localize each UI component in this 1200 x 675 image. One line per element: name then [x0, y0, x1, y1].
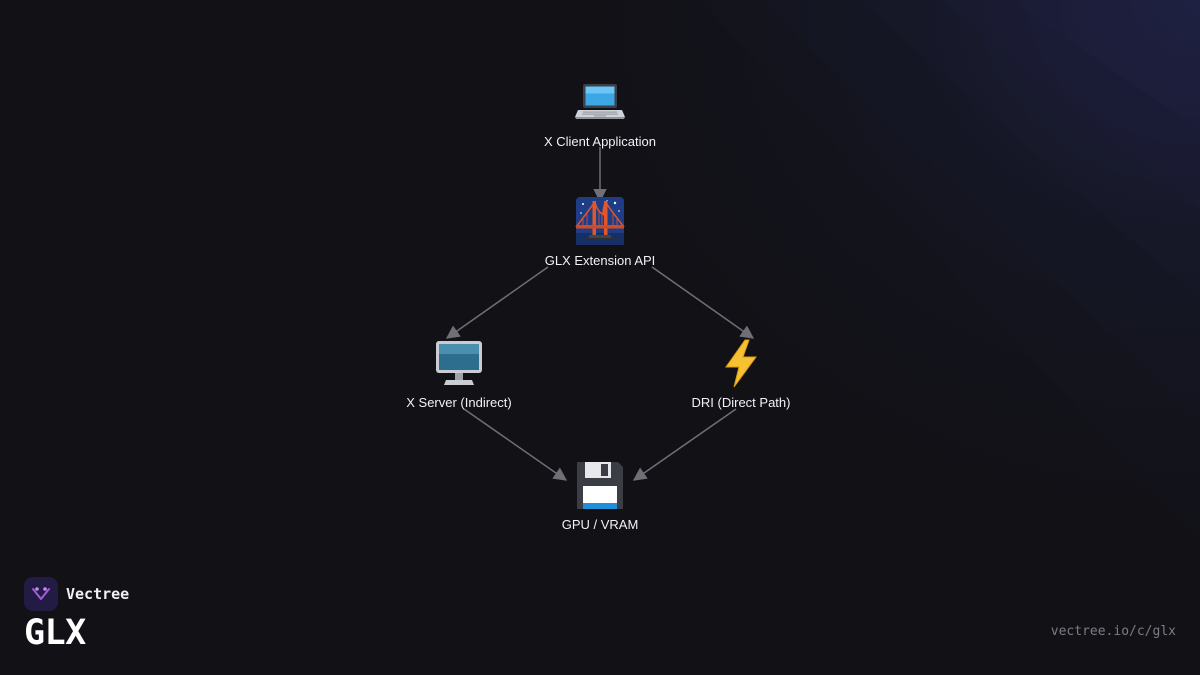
node-label: X Server (Indirect)	[406, 395, 512, 410]
page-title: GLX	[24, 613, 86, 653]
floppy-disk-icon	[500, 459, 700, 513]
node-dri: DRI (Direct Path)	[641, 337, 841, 411]
node-label: GLX Extension API	[544, 253, 656, 268]
source-url: vectree.io/c/glx	[1050, 624, 1176, 639]
node-label: X Client Application	[543, 134, 656, 149]
edge-glx-to-dri	[651, 266, 755, 339]
node-label: DRI (Direct Path)	[691, 395, 791, 410]
brand-name: Vectree	[66, 585, 130, 603]
bridge-at-night-icon	[500, 195, 700, 249]
node-gpu-vram: GPU / VRAM	[500, 459, 700, 533]
vectree-logo-icon	[24, 577, 58, 611]
desktop-computer-icon	[359, 337, 559, 391]
edge-glx-to-xserver	[445, 266, 549, 339]
laptop-icon	[500, 76, 700, 130]
brand-row: Vectree	[24, 577, 129, 611]
lightning-bolt-icon	[641, 337, 841, 391]
edge-xserver-to-gpu	[463, 408, 568, 481]
edge-dri-to-gpu	[632, 408, 737, 481]
node-label: GPU / VRAM	[561, 517, 639, 532]
node-x-client: X Client Application	[500, 76, 700, 150]
node-glx-extension: GLX Extension API	[500, 195, 700, 269]
brand-block: Vectree GLX	[24, 577, 129, 653]
node-x-server: X Server (Indirect)	[359, 337, 559, 411]
